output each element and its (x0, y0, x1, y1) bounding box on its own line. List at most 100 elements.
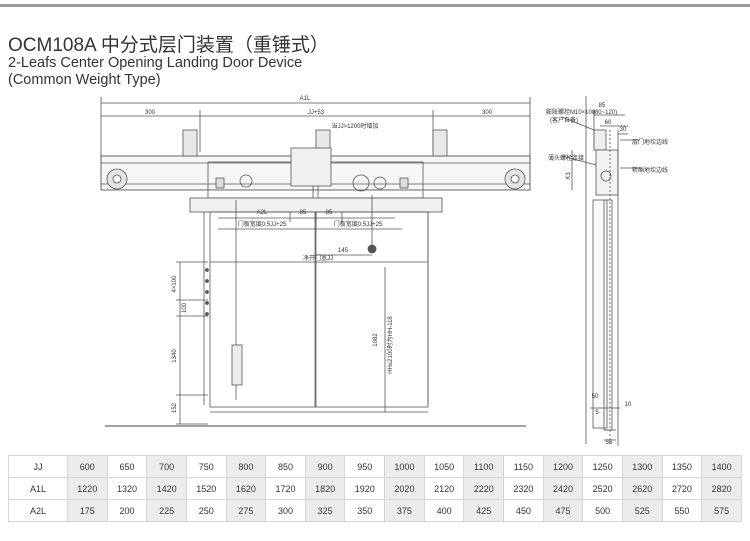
side-label-30: 30 (620, 127, 627, 133)
table-cell: 275 (225, 499, 267, 522)
page-title: OCM108A 中分式层门装置（重锤式） (8, 35, 329, 56)
table-cell: 600 (67, 455, 108, 478)
table-cell: 2820 (701, 477, 742, 500)
label-152: 152 (172, 402, 178, 413)
label-145: 145 (338, 248, 349, 254)
table-cell: 1200 (542, 455, 584, 478)
table-cell: 225 (146, 499, 187, 522)
note-hh: HH≤2100时为HH-118 (386, 316, 394, 374)
table-cell: 1300 (621, 455, 663, 478)
table-cell: 900 (304, 455, 346, 478)
table-cell: 550 (661, 499, 703, 522)
table-cell: 2620 (621, 477, 663, 500)
note-door-width-left: 门板宽度0.5JJ+25 (238, 220, 287, 228)
table-cell: 450 (503, 499, 544, 522)
side-label-60: 60 (605, 120, 612, 126)
table-cell: 500 (582, 499, 623, 522)
table-cell: 1100 (463, 455, 505, 478)
table-cell: 475 (542, 499, 584, 522)
label-a1l: A1L (300, 96, 311, 102)
table-cell: 1320 (106, 477, 148, 500)
table-cell: 1920 (344, 477, 386, 500)
note-bolt: 膨胀螺栓M10×100 (546, 108, 596, 116)
technical-drawing: A1L JJ+53 300 300 当JJ>1200时增加 A2L 85 85 … (100, 96, 668, 446)
side-bracket (593, 129, 607, 151)
table-cell: 850 (265, 455, 306, 478)
side-label-55: 55 (606, 440, 613, 446)
hanger-roller-left (239, 174, 253, 188)
table-cell: 300 (265, 499, 306, 522)
subtitle-type: (Common Weight Type) (8, 72, 161, 88)
side-label-50: 50 (592, 394, 599, 400)
table-cell: 2120 (423, 477, 465, 500)
row-label: A2L (8, 499, 68, 522)
table-cell: 1520 (185, 477, 227, 500)
note-car-sill-line: 轿厢地坎边线 (632, 166, 668, 174)
label-1082: 1082 (373, 333, 379, 347)
table-cell: 1150 (503, 455, 544, 478)
counterweight (231, 344, 243, 386)
table-cell: 700 (146, 455, 187, 478)
label-a2l: A2L (257, 210, 268, 216)
side-label-k3: K3 (566, 172, 572, 180)
table-cell: 1620 (225, 477, 267, 500)
top-divider (0, 4, 750, 7)
table-cell: 1000 (384, 455, 425, 478)
table-cell: 350 (344, 499, 386, 522)
table-cell: 525 (621, 499, 663, 522)
table-cell: 375 (384, 499, 425, 522)
table-cell: 1420 (146, 477, 187, 500)
table-cell: 1350 (661, 455, 703, 478)
door-leaf-left (209, 211, 316, 408)
table-cell: 950 (344, 455, 386, 478)
side-label-5: 5 (595, 410, 599, 416)
table-cell: 2520 (582, 477, 623, 500)
hanger-roller-right (352, 174, 370, 192)
label-300-right: 300 (482, 110, 493, 116)
label-1340: 1340 (172, 349, 178, 363)
table-cell: 1050 (423, 455, 465, 478)
note-landing-sill-line: 层门地坎边线 (632, 138, 668, 146)
label-jj53: JJ+53 (308, 110, 325, 116)
table-cell: 2320 (503, 477, 544, 500)
side-door-leaf (592, 199, 608, 429)
table-cell: 175 (67, 499, 108, 522)
side-label-range: (80~120) (593, 110, 617, 116)
row-label: A1L (8, 477, 68, 500)
label-100: 100 (182, 302, 188, 313)
table-cell: 1720 (265, 477, 306, 500)
table-cell: 2420 (542, 477, 584, 500)
table-cell: 650 (106, 455, 148, 478)
note-bolt-connection: 薄头螺栓连接 (548, 154, 584, 162)
label-4x100: 4×100 (172, 275, 178, 293)
note-bolt-customer: (客户自备) (550, 116, 578, 124)
table-cell: 1400 (701, 455, 742, 478)
pulley-point (367, 244, 377, 254)
table-cell: 250 (185, 499, 227, 522)
table-cell: 325 (304, 499, 346, 522)
side-hanger (595, 149, 619, 196)
table-cell: 425 (463, 499, 505, 522)
table-cell: 1820 (304, 477, 346, 500)
table-cell: 800 (225, 455, 267, 478)
table-cell: 575 (701, 499, 742, 522)
side-label-10: 10 (625, 402, 632, 408)
table-cell: 1220 (67, 477, 108, 500)
note-track-extra: 当JJ>1200时增加 (332, 122, 379, 130)
subtitle-english: 2-Leafs Center Opening Landing Door Devi… (8, 55, 303, 71)
label-300-left: 300 (145, 110, 156, 116)
bracket-left (182, 129, 198, 157)
table-cell: 1250 (582, 455, 623, 478)
table-cell: 400 (423, 499, 465, 522)
note-clear-opening: 净开门宽JJ (303, 254, 333, 262)
bracket-right (432, 129, 448, 157)
frame-head (189, 197, 443, 213)
door-lock-box (290, 147, 332, 187)
side-label-85: 85 (599, 103, 606, 109)
label-85-right: 85 (326, 210, 333, 216)
table-cell: 750 (185, 455, 227, 478)
table-cell: 2720 (661, 477, 703, 500)
